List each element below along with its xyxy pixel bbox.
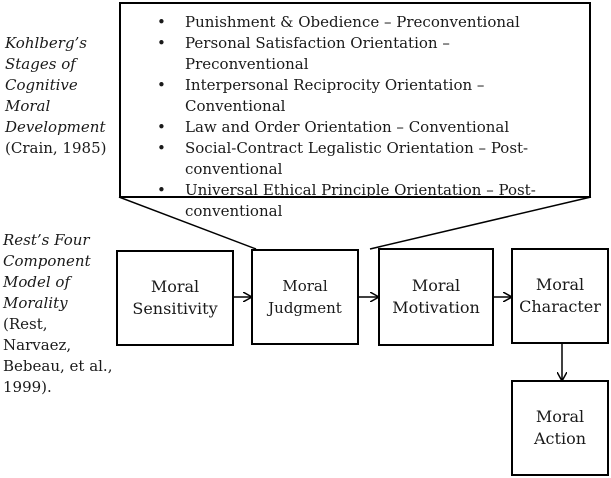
- stage-text-2: Personal Satisfaction Orientation – Prec…: [185, 34, 450, 73]
- stage-item-2: • Personal Satisfaction Orientation – Pr…: [121, 33, 589, 75]
- bullet-icon: •: [157, 139, 166, 157]
- moral-motivation-label: Moral Motivation: [392, 276, 480, 317]
- rest-label: Rest’s Four Component Model of Morality …: [3, 230, 115, 398]
- bullet-icon: •: [157, 34, 166, 52]
- rest-label-citation: (Rest, Narvaez, Bebeau, et al., 1999).: [3, 315, 113, 396]
- moral-sensitivity-box: Moral Sensitivity: [116, 250, 234, 346]
- moral-character-box: Moral Character: [511, 248, 609, 344]
- stage-item-1: • Punishment & Obedience – Preconvention…: [121, 12, 589, 33]
- stage-item-4: • Law and Order Orientation – Convention…: [121, 117, 589, 138]
- stage-text-5: Social-Contract Legalistic Orientation –…: [185, 139, 529, 178]
- bullet-icon: •: [157, 13, 166, 31]
- moral-action-box: Moral Action: [511, 380, 609, 476]
- moral-motivation-box: Moral Motivation: [378, 248, 494, 346]
- bullet-icon: •: [157, 76, 166, 94]
- moral-judgment-label: Moral Judgment: [268, 277, 342, 317]
- moral-judgment-box: Moral Judgment: [251, 249, 359, 345]
- stage-item-6: • Universal Ethical Principle Orientatio…: [121, 180, 589, 222]
- bullet-icon: •: [157, 181, 166, 199]
- kohlberg-stages-box: • Punishment & Obedience – Preconvention…: [119, 2, 591, 220]
- stage-text-1: Punishment & Obedience – Preconventional: [185, 13, 520, 31]
- stage-text-4: Law and Order Orientation – Conventional: [185, 118, 510, 136]
- moral-sensitivity-label: Moral Sensitivity: [132, 277, 218, 318]
- stage-item-5: • Social-Contract Legalistic Orientation…: [121, 138, 589, 180]
- moral-action-label: Moral Action: [534, 407, 586, 448]
- rest-label-title: Rest’s Four Component Model of Morality: [3, 231, 91, 312]
- kohlberg-label-citation: (Crain, 1985): [5, 139, 107, 157]
- kohlberg-label-title: Kohlberg’s Stages of Cognitive Moral Dev…: [5, 34, 106, 136]
- stage-item-3: • Interpersonal Reciprocity Orientation …: [121, 75, 589, 117]
- moral-character-label: Moral Character: [519, 275, 601, 316]
- stage-text-3: Interpersonal Reciprocity Orientation – …: [185, 76, 485, 115]
- kohlberg-stage-list: • Punishment & Obedience – Preconvention…: [121, 12, 589, 222]
- bullet-icon: •: [157, 118, 166, 136]
- kohlberg-label: Kohlberg’s Stages of Cognitive Moral Dev…: [5, 33, 120, 159]
- stage-text-6: Universal Ethical Principle Orientation …: [185, 181, 536, 220]
